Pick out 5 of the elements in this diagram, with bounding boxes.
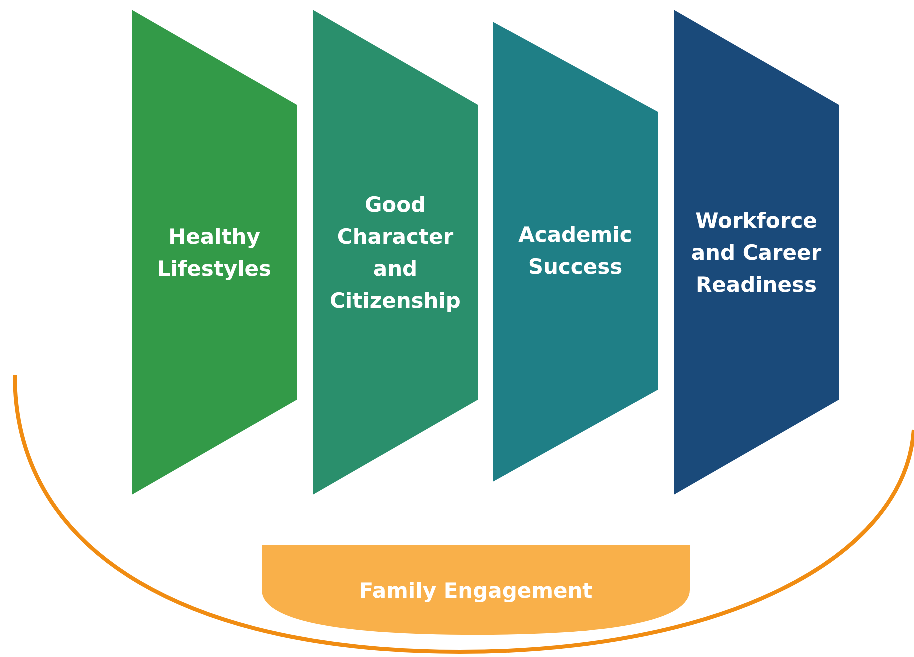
band-label: Family Engagement <box>358 578 594 605</box>
pillar-label: Good Character and Citizenship <box>329 192 462 314</box>
pillar-label: Healthy Lifestyles <box>156 224 273 282</box>
pillar-label: Workforce and Career Readiness <box>690 208 823 298</box>
pillar-label: Academic Success <box>518 222 634 281</box>
